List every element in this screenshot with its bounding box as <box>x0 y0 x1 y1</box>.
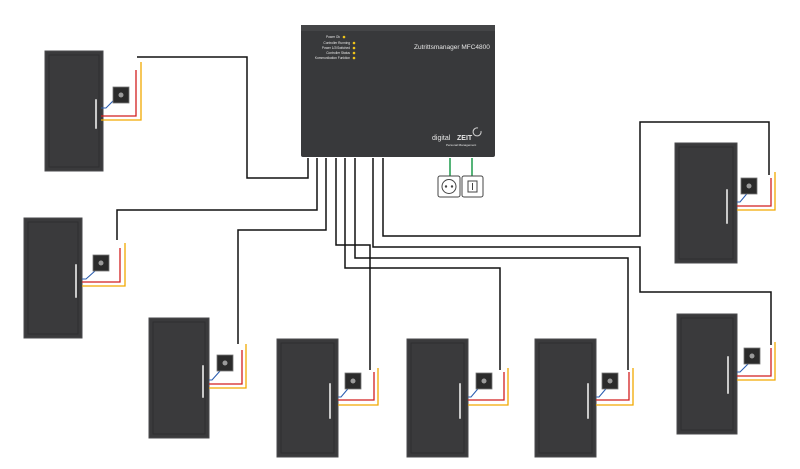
door-4 <box>276 338 379 458</box>
lock-wire <box>209 344 247 389</box>
data-cable-door-3 <box>237 158 327 344</box>
door-8 <box>676 313 776 435</box>
reader-sensor-icon <box>98 260 104 266</box>
lock-wire <box>101 62 142 121</box>
door-leaf <box>23 217 83 339</box>
lock-wire <box>468 368 509 406</box>
reader-sensor-icon <box>746 183 752 189</box>
door-7 <box>674 142 776 264</box>
led-label: Power 1/2/Switched <box>322 46 350 50</box>
power-wire <box>737 178 772 207</box>
door-frame <box>48 54 100 168</box>
lock-wire <box>82 243 126 287</box>
door-leaf <box>44 50 104 172</box>
access-controller: Zutrittsmanager MFC4800 Power Ok Control… <box>301 25 495 157</box>
status-led-panel: Power Ok Controller Running Power 1/2/Sw… <box>315 35 356 60</box>
power-socket-icon <box>437 175 461 198</box>
door-leaf <box>534 338 597 458</box>
door-frame <box>152 321 206 435</box>
reader-sensor-icon <box>118 92 124 98</box>
brand-swirl-icon <box>472 127 482 137</box>
door-frame <box>280 342 335 454</box>
power-wire <box>338 372 375 401</box>
status-led-icon <box>352 56 356 60</box>
lock-wire <box>338 368 379 406</box>
door-5 <box>406 338 509 458</box>
door-leaf <box>148 317 210 439</box>
controller-title: Zutrittsmanager MFC4800 <box>414 44 490 51</box>
data-cable-door-2 <box>116 158 318 240</box>
controller-top-edge <box>301 25 495 31</box>
reader-sensor-icon <box>222 360 228 366</box>
reader-sensor-icon <box>749 353 755 359</box>
door-3 <box>148 317 247 439</box>
controller-housing <box>301 25 495 157</box>
reader-sensor-icon <box>481 378 487 384</box>
door-frame <box>27 221 79 335</box>
brand-logo: digital ZEIT Personal Management <box>432 127 482 147</box>
data-cable-door-8 <box>372 158 772 345</box>
door-leaf <box>276 338 339 458</box>
power-wire <box>468 372 505 401</box>
door-frame <box>678 146 734 260</box>
door-leaf <box>406 338 469 458</box>
reader-sensor-icon <box>350 378 356 384</box>
led-label: Controller Running <box>323 41 350 45</box>
data-cable-door-1 <box>137 56 309 179</box>
brand-prefix: digital <box>432 135 451 142</box>
status-led-icon <box>342 35 346 39</box>
door-2 <box>23 217 126 339</box>
data-cable-door-4 <box>335 158 371 370</box>
data-cable-door-5 <box>344 158 501 370</box>
led-label: Kommunikation Funktion <box>315 56 350 60</box>
brand-tagline: Personal Management <box>446 143 476 147</box>
power-wire <box>737 348 772 377</box>
status-led-icon <box>352 51 356 55</box>
data-cables <box>116 56 772 370</box>
lock-wire <box>737 342 776 381</box>
door-1 <box>44 50 142 172</box>
light-switch-icon <box>461 175 484 198</box>
mains-connection <box>437 158 484 198</box>
led-label: Controller Status <box>326 51 350 55</box>
brand-name: ZEIT <box>457 135 473 142</box>
lock-wire <box>737 172 776 211</box>
status-led-icon <box>352 46 356 50</box>
door-frame <box>680 317 734 431</box>
power-wire <box>101 70 137 117</box>
power-wire <box>82 248 121 283</box>
reader-sensor-icon <box>607 378 613 384</box>
data-cable-door-6 <box>354 158 629 370</box>
door-frame <box>410 342 465 454</box>
status-led-icon <box>352 41 356 45</box>
power-wire <box>596 372 630 401</box>
data-cable-door-7 <box>382 121 770 237</box>
power-wire <box>209 350 243 385</box>
lock-wire <box>596 368 634 406</box>
door-frame <box>538 342 593 454</box>
door-6 <box>534 338 634 458</box>
led-label: Power Ok <box>326 35 340 39</box>
